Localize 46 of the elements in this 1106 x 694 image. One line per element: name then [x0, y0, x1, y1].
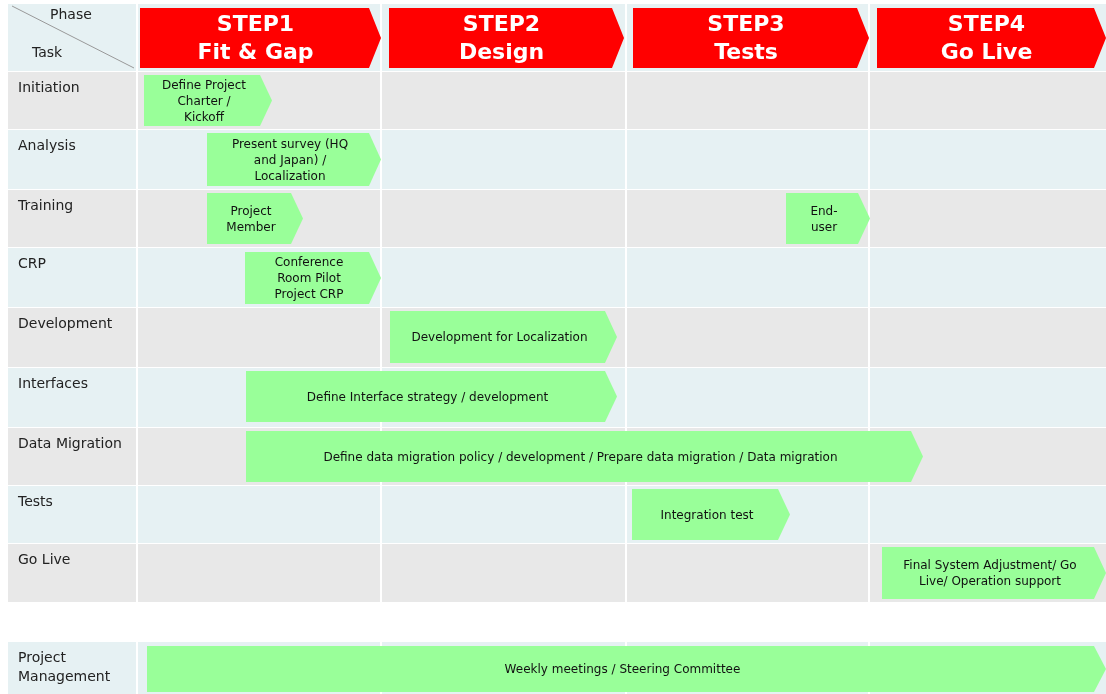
- row-label: Interfaces: [18, 374, 89, 393]
- task-text: Conference Room Pilot Project CRP: [273, 254, 345, 302]
- row-label: Development: [18, 314, 114, 333]
- phase-title: Tests: [714, 38, 778, 66]
- task-bar: [147, 646, 1106, 692]
- row-label: Analysis: [18, 136, 77, 155]
- header-label: Phase: [50, 5, 92, 24]
- phase-title: STEP3: [707, 10, 785, 38]
- task-text: Define data migration policy / development / Prepare data migration / Data migration: [323, 448, 838, 465]
- phase-title: Design: [458, 38, 545, 66]
- task-bar: [632, 489, 790, 540]
- row-label: Training: [18, 196, 75, 215]
- task-text: Final System Adjustment/ Go Live/ Operation support: [902, 557, 1078, 589]
- phase-banner: [633, 8, 869, 68]
- row-label: Initiation: [18, 78, 81, 97]
- task-text: Present survey (HQ and Japan) / Localization: [230, 135, 350, 184]
- task-bar: [207, 133, 381, 186]
- task-text: End-user: [809, 202, 839, 235]
- task-text: Weekly meetings / Steering Committee: [504, 661, 741, 677]
- task-bar: [882, 547, 1106, 599]
- task-text: Define Interface strategy / development: [306, 388, 549, 405]
- phase-banner: [140, 8, 381, 68]
- phase-banner: [389, 8, 624, 68]
- task-text: Development for Localization: [411, 329, 588, 345]
- row-label: Tests: [18, 492, 54, 511]
- task-text: Define Project Charter / Kickoff: [160, 76, 247, 125]
- phase-banner: [877, 8, 1106, 68]
- task-bar: [207, 193, 303, 244]
- phase-title: STEP4: [947, 10, 1026, 38]
- task-text: Integration test: [660, 506, 754, 523]
- task-text: Project Member: [225, 202, 277, 235]
- task-bar: [390, 311, 617, 363]
- row-label: Data Migration: [18, 434, 123, 453]
- phase-title: Fit & Gap: [197, 38, 314, 66]
- row-label: Project Management: [18, 648, 112, 686]
- task-bar: [144, 75, 272, 126]
- task-bar: [786, 193, 870, 244]
- phase-title: STEP2: [462, 10, 541, 38]
- task-bar: [245, 252, 381, 304]
- phase-title: Go Live: [940, 38, 1033, 66]
- phase-title: STEP1: [216, 10, 295, 38]
- row-label: CRP: [18, 254, 47, 273]
- task-bar: [246, 371, 617, 422]
- header-label: Task: [32, 43, 63, 62]
- task-bar: [246, 431, 923, 482]
- row-label: Go Live: [18, 550, 72, 569]
